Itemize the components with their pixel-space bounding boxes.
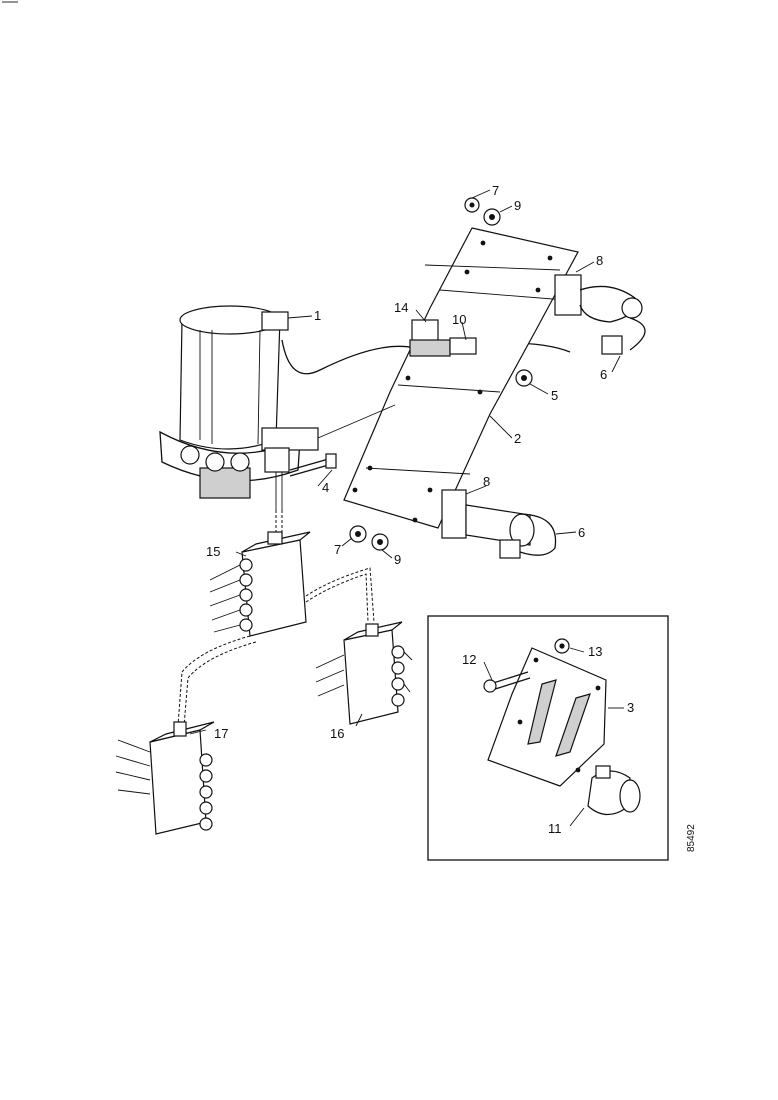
callout-5: 5 — [551, 388, 558, 403]
pump-cable — [281, 339, 416, 375]
callout-15: 15 — [206, 544, 220, 559]
nut-washer-top — [464, 197, 501, 226]
callout-14: 14 — [394, 300, 408, 315]
callout-8b: 8 — [483, 474, 490, 489]
callout-9: 9 — [514, 198, 521, 213]
nut-washer-bottom — [349, 525, 389, 551]
proximity-sensor — [409, 319, 477, 357]
callout-17: 17 — [214, 726, 228, 741]
drawing-code: 85492 — [686, 824, 697, 852]
callout-12: 12 — [462, 652, 476, 667]
callouts: 1 2 3 4 5 6 6 7 7 8 8 9 9 10 11 12 13 14… — [206, 183, 634, 836]
line-15-16 — [305, 567, 375, 623]
distributor-outlets-16 — [315, 645, 413, 707]
callout-11: 11 — [548, 821, 562, 836]
line-15-17 — [177, 635, 257, 727]
callout-3: 3 — [627, 700, 634, 715]
callout-16: 16 — [330, 726, 344, 741]
detail-inset — [427, 615, 669, 861]
nut-5 — [515, 369, 533, 387]
upper-clamp — [554, 274, 646, 355]
callout-9b: 9 — [394, 552, 401, 567]
callout-7b: 7 — [334, 542, 341, 557]
distributor-block-15 — [241, 531, 311, 637]
distributor-outlets-17 — [115, 739, 213, 831]
callout-13: 13 — [588, 644, 602, 659]
callout-6: 6 — [578, 525, 585, 540]
bolt-4 — [289, 453, 337, 477]
callout-10: 10 — [452, 312, 466, 327]
callout-4: 4 — [322, 480, 329, 495]
mounting-bracket — [317, 227, 579, 529]
distributor-block-17 — [149, 721, 215, 835]
leader-lines — [189, 189, 624, 827]
callout-2: 2 — [514, 431, 521, 446]
lubrication-pump — [159, 305, 319, 510]
callout-6b: 6 — [600, 367, 607, 382]
distributor-block-16 — [343, 621, 403, 725]
lower-clamp — [441, 489, 557, 559]
callout-7: 7 — [492, 183, 499, 198]
feed-line — [275, 510, 283, 545]
distributor-outlets-15 — [209, 558, 253, 633]
callout-8: 8 — [596, 253, 603, 268]
callout-1: 1 — [314, 308, 321, 323]
